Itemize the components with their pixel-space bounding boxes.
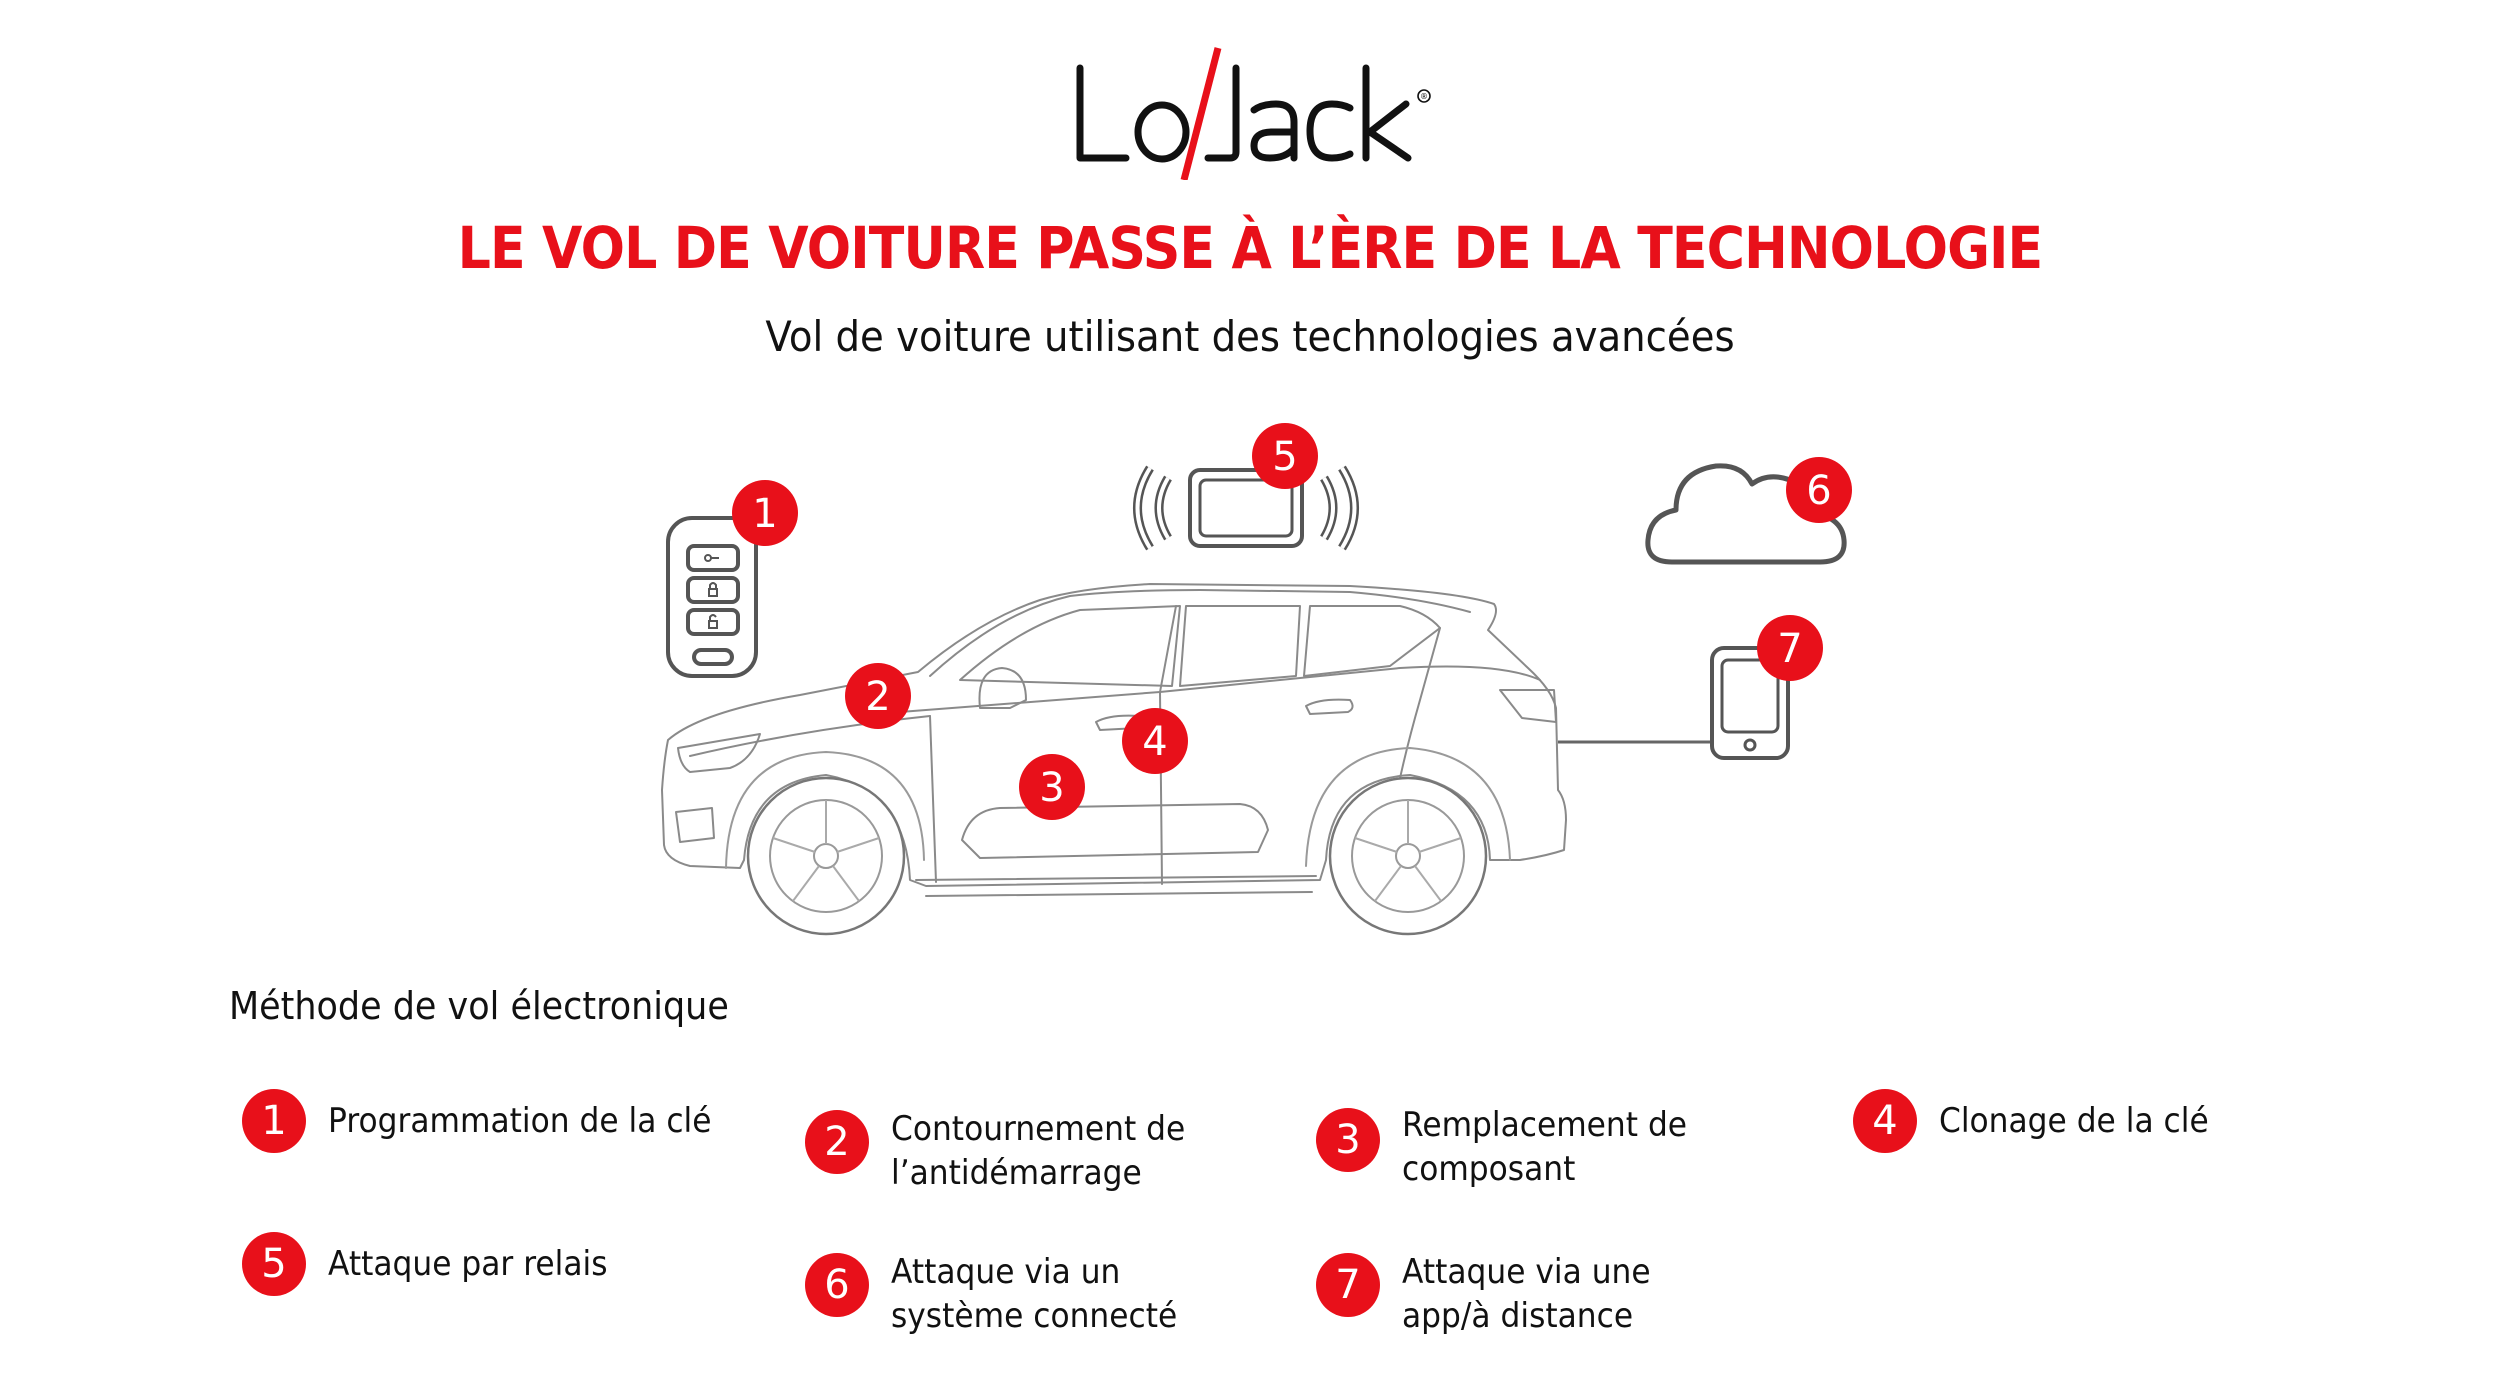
legend-label: Clonage de la clé xyxy=(1939,1101,2209,1141)
callout-number: 3 xyxy=(1039,765,1064,811)
legend-label: Attaque via un système connecté xyxy=(891,1252,1178,1336)
callout-number: 7 xyxy=(1777,626,1802,672)
legend-label: Attaque par relais xyxy=(328,1244,608,1284)
legend-label: Attaque via une app/à distance xyxy=(1402,1252,1651,1336)
number-badge: 4 xyxy=(1853,1089,1917,1153)
callout-badge-1[interactable]: 1 xyxy=(732,480,798,546)
number-badge: 7 xyxy=(1316,1253,1380,1317)
callout-number: 6 xyxy=(1806,468,1831,514)
number-badge: 3 xyxy=(1316,1108,1380,1172)
legend-item-4: 4 Clonage de la clé xyxy=(1853,1089,2232,1153)
page-title: LE VOL DE VOITURE PASSE À L’ÈRE DE LA TE… xyxy=(457,214,2044,282)
callout-badge-7[interactable]: 7 xyxy=(1757,615,1823,681)
rear-wheel xyxy=(1328,776,1488,936)
registered-mark: ® xyxy=(1420,92,1428,101)
front-wheel xyxy=(746,776,906,936)
car-illustration xyxy=(661,583,1567,897)
legend-label: Remplacement de composant xyxy=(1402,1105,1688,1189)
relay-device-icon xyxy=(1133,465,1359,551)
legend-item-5: 5 Attaque par relais xyxy=(242,1232,632,1296)
lojack-logo-mark: ® xyxy=(1076,47,1431,180)
callout-badge-5[interactable]: 5 xyxy=(1252,423,1318,489)
page-subtitle: Vol de voiture utilisant des technologie… xyxy=(765,312,1735,361)
legend-item-3: 3 Remplacement de composant xyxy=(1316,1089,1712,1191)
number-badge: 6 xyxy=(805,1253,869,1317)
legend-item-2: 2 Contournement de l’antidémarrage xyxy=(805,1089,1211,1195)
callout-number: 1 xyxy=(752,491,777,537)
legend-heading: Méthode de vol électronique xyxy=(229,984,729,1028)
legend-item-1: 1 Programmation de la clé xyxy=(242,1089,745,1153)
callout-badge-2[interactable]: 2 xyxy=(845,663,911,729)
callout-badge-3[interactable]: 3 xyxy=(1019,754,1085,820)
legend-item-7: 7 Attaque via une app/à distance xyxy=(1316,1232,1672,1338)
number-badge: 1 xyxy=(242,1089,306,1153)
callout-number: 4 xyxy=(1142,719,1167,765)
callout-number: 2 xyxy=(865,674,890,720)
callout-badge-4[interactable]: 4 xyxy=(1122,708,1188,774)
legend-label: Programmation de la clé xyxy=(328,1101,712,1141)
callout-badge-6[interactable]: 6 xyxy=(1786,457,1852,523)
number-badge: 2 xyxy=(805,1110,869,1174)
number-badge: 5 xyxy=(242,1232,306,1296)
legend-item-6: 6 Attaque via un système connecté xyxy=(805,1232,1202,1338)
callout-number: 5 xyxy=(1272,434,1297,480)
key-fob-icon xyxy=(666,516,758,678)
legend-label: Contournement de l’antidémarrage xyxy=(891,1109,1186,1193)
lojack-logo: ® xyxy=(0,40,2500,180)
